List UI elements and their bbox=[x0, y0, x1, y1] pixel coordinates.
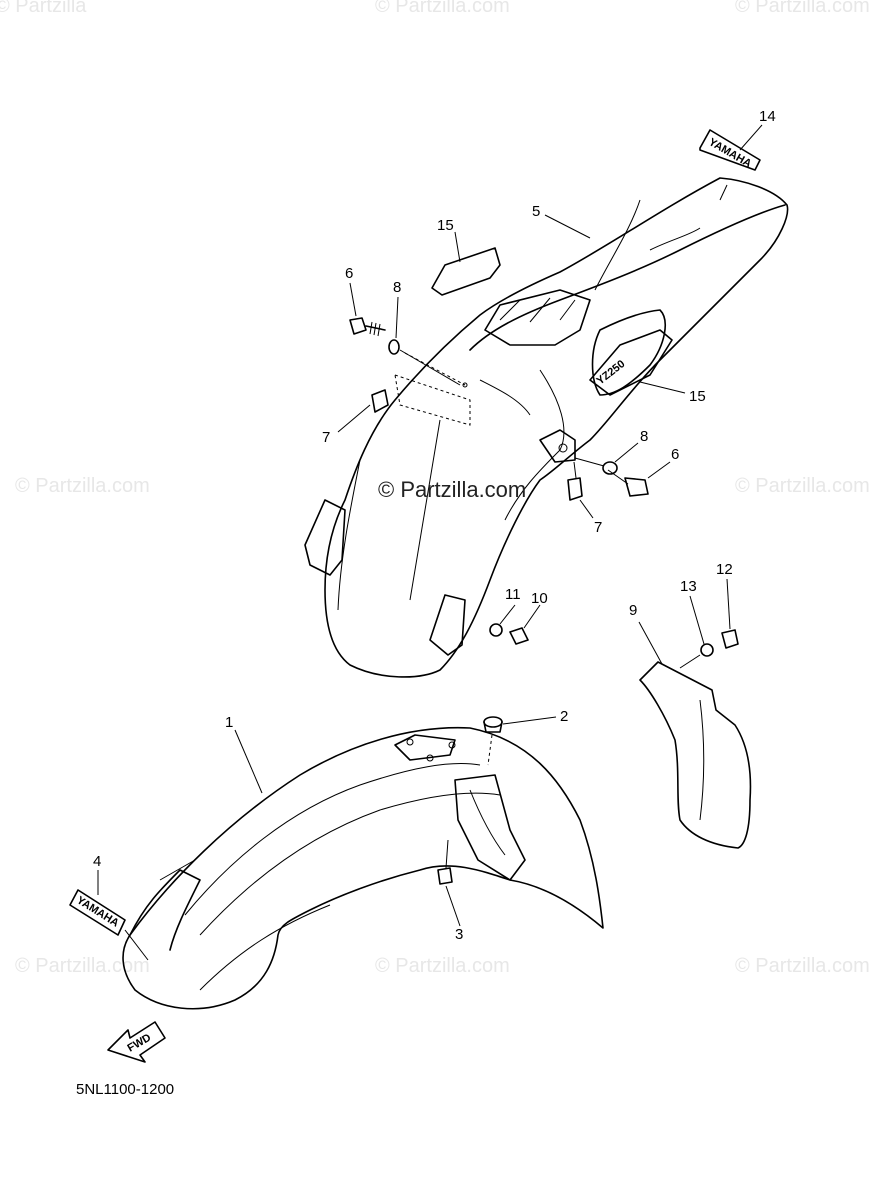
nut-11 bbox=[489, 623, 503, 637]
yamaha-rear-decal: YAMAHA bbox=[699, 129, 761, 171]
bolt-6-left bbox=[349, 317, 386, 337]
bolt-6-right bbox=[607, 469, 649, 497]
callout-8-right: 8 bbox=[640, 428, 648, 445]
callout-12: 12 bbox=[716, 561, 733, 578]
watermark-bottom-right: © Partzilla.com bbox=[735, 955, 869, 977]
callout-2: 2 bbox=[560, 708, 568, 725]
yz-logo-text: YZ250 bbox=[594, 358, 627, 387]
callout-5: 5 bbox=[532, 203, 540, 220]
callout-6-right: 6 bbox=[671, 446, 679, 463]
watermark-top-right: © Partzilla.com bbox=[735, 0, 869, 17]
callout-13: 13 bbox=[680, 578, 697, 595]
grommet-2 bbox=[483, 716, 503, 733]
callout-8-left: 8 bbox=[393, 279, 401, 296]
fwd-arrow: FWD bbox=[107, 1021, 166, 1063]
mud-flap bbox=[639, 661, 752, 849]
diagram-code: 5NL1100-1200 bbox=[76, 1081, 174, 1098]
watermark-bottom-center: © Partzilla.com bbox=[375, 955, 510, 977]
watermark-top-left: © Partzilla bbox=[0, 0, 87, 17]
yz-side-decal: YZ250 bbox=[589, 329, 673, 396]
clip-7-right bbox=[567, 477, 583, 501]
rear-fender bbox=[304, 177, 789, 678]
clip-7-left bbox=[371, 389, 389, 413]
washer-8-right bbox=[602, 461, 618, 475]
callout-7-right: 7 bbox=[594, 519, 602, 536]
callout-6-left: 6 bbox=[345, 265, 353, 282]
watermark-bottom-left: © Partzilla.com bbox=[15, 955, 150, 977]
callout-15-side: 15 bbox=[689, 388, 706, 405]
callout-9: 9 bbox=[629, 602, 637, 619]
watermark-mid-left: © Partzilla.com bbox=[15, 475, 150, 497]
callout-15-upper: 15 bbox=[437, 217, 454, 234]
screw-12 bbox=[721, 629, 739, 649]
washer-13 bbox=[700, 643, 714, 657]
callout-4: 4 bbox=[93, 853, 101, 870]
callout-3: 3 bbox=[455, 926, 463, 943]
bolt-3 bbox=[437, 839, 453, 885]
callout-11: 11 bbox=[505, 586, 521, 603]
decal-15-upper bbox=[431, 247, 501, 296]
callout-7-left: 7 bbox=[322, 429, 330, 446]
callout-10: 10 bbox=[531, 590, 548, 607]
watermark-mid-right: © Partzilla.com bbox=[735, 475, 869, 497]
yamaha-front-decal: YAMAHA bbox=[69, 889, 126, 936]
front-fender bbox=[122, 726, 604, 1010]
bolt-10 bbox=[509, 627, 529, 645]
watermark-center: © Partzilla.com bbox=[378, 477, 526, 502]
watermark-top-center: © Partzilla.com bbox=[375, 0, 510, 17]
callout-1: 1 bbox=[225, 714, 233, 731]
callout-14: 14 bbox=[759, 108, 776, 125]
washer-8-left bbox=[388, 339, 400, 355]
